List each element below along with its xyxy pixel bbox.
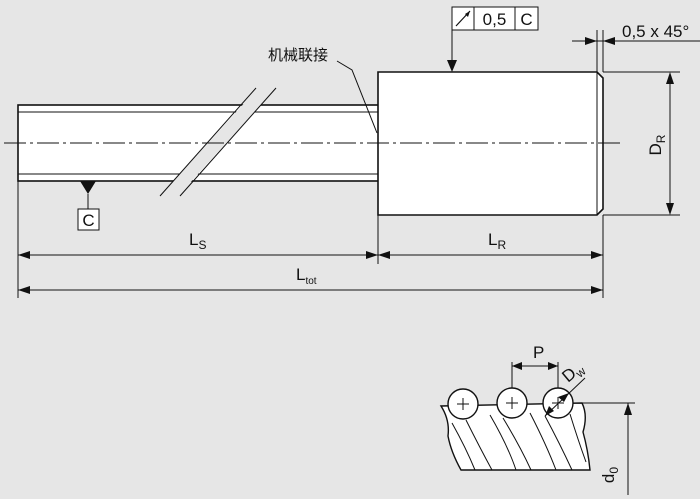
tolerance-datum: C	[520, 10, 532, 29]
nominal-diameter-label: d0	[599, 467, 621, 483]
chamfer-callout: 0,5 x 45°	[572, 22, 700, 72]
tolerance-frame: 0,5 C	[447, 6, 539, 72]
ball-1	[447, 388, 479, 420]
shaft-length-label: LS	[189, 230, 206, 252]
datum-c-label: C	[82, 211, 94, 230]
screw-shaft	[17, 87, 384, 197]
connection-label: 机械联接	[268, 47, 328, 64]
nut-diameter-dimension: DR	[603, 71, 680, 216]
datum-c-marker: C	[77, 181, 100, 231]
tolerance-value: 0,5	[483, 10, 507, 29]
total-length-label: Ltot	[296, 265, 317, 287]
ball-2	[496, 387, 528, 419]
ball-nut	[377, 71, 604, 216]
chamfer-label: 0,5 x 45°	[622, 22, 689, 41]
pitch-label: P	[533, 343, 544, 362]
ball-diameter-label: Dw	[558, 358, 588, 389]
connection-callout: 机械联接	[268, 47, 378, 134]
nut-diameter-label: DR	[646, 134, 668, 155]
nut-length-label: LR	[488, 230, 506, 252]
thread-detail: P Dw d0	[439, 343, 635, 495]
circular-runout-icon	[455, 10, 471, 27]
length-dimensions: LS LR Ltot	[17, 181, 604, 298]
